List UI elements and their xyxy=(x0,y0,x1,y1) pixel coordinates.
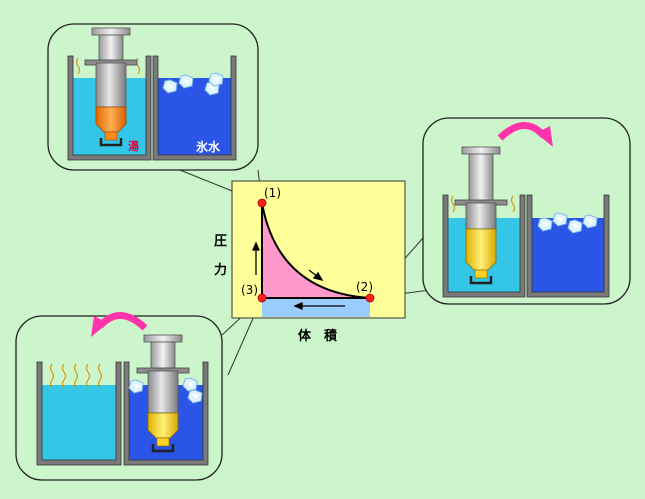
steam-icon xyxy=(49,363,103,389)
hot-water xyxy=(42,385,116,460)
pv-graph xyxy=(231,180,406,319)
ice-beaker-icon xyxy=(152,55,237,161)
point-2-marker xyxy=(365,293,375,303)
rotate-arrow-icon xyxy=(497,122,553,147)
volume-axis-label: 体 積 xyxy=(298,329,338,344)
arrow-curve-icon xyxy=(308,269,324,282)
syringe-icon xyxy=(136,334,190,453)
ice-water-label: 氷水 xyxy=(196,140,221,154)
syringe-icon xyxy=(454,146,508,285)
pressure-axis-label-1: 圧 xyxy=(214,234,228,249)
ice-beaker-icon xyxy=(123,361,209,466)
point-1-label: (1) xyxy=(264,186,281,200)
work-area xyxy=(262,203,370,298)
hot-water-label: 湯 xyxy=(128,139,139,153)
rotate-arrow-icon xyxy=(91,312,148,337)
hot-beaker-icon xyxy=(442,194,526,298)
ice-beaker-icon xyxy=(526,194,610,298)
syringe-icon xyxy=(84,27,138,147)
point-2-label: (2) xyxy=(356,280,373,294)
volume-band xyxy=(262,298,370,317)
expansion-curve xyxy=(261,202,371,299)
point-3-label: (3) xyxy=(241,283,258,297)
steam-icon xyxy=(450,195,516,213)
hot-beaker-icon xyxy=(36,361,122,466)
pressure-axis-label-2: 力 xyxy=(214,263,228,278)
panel-state-3 xyxy=(15,312,223,481)
panel-state-1: 湯 xyxy=(47,23,259,171)
panel-state-2 xyxy=(422,117,631,305)
arrow-left-icon xyxy=(293,302,345,310)
point-1-marker xyxy=(257,198,267,208)
hot-beaker-icon xyxy=(67,55,152,161)
arrow-up-icon xyxy=(252,241,260,275)
point-3-marker xyxy=(257,293,267,303)
